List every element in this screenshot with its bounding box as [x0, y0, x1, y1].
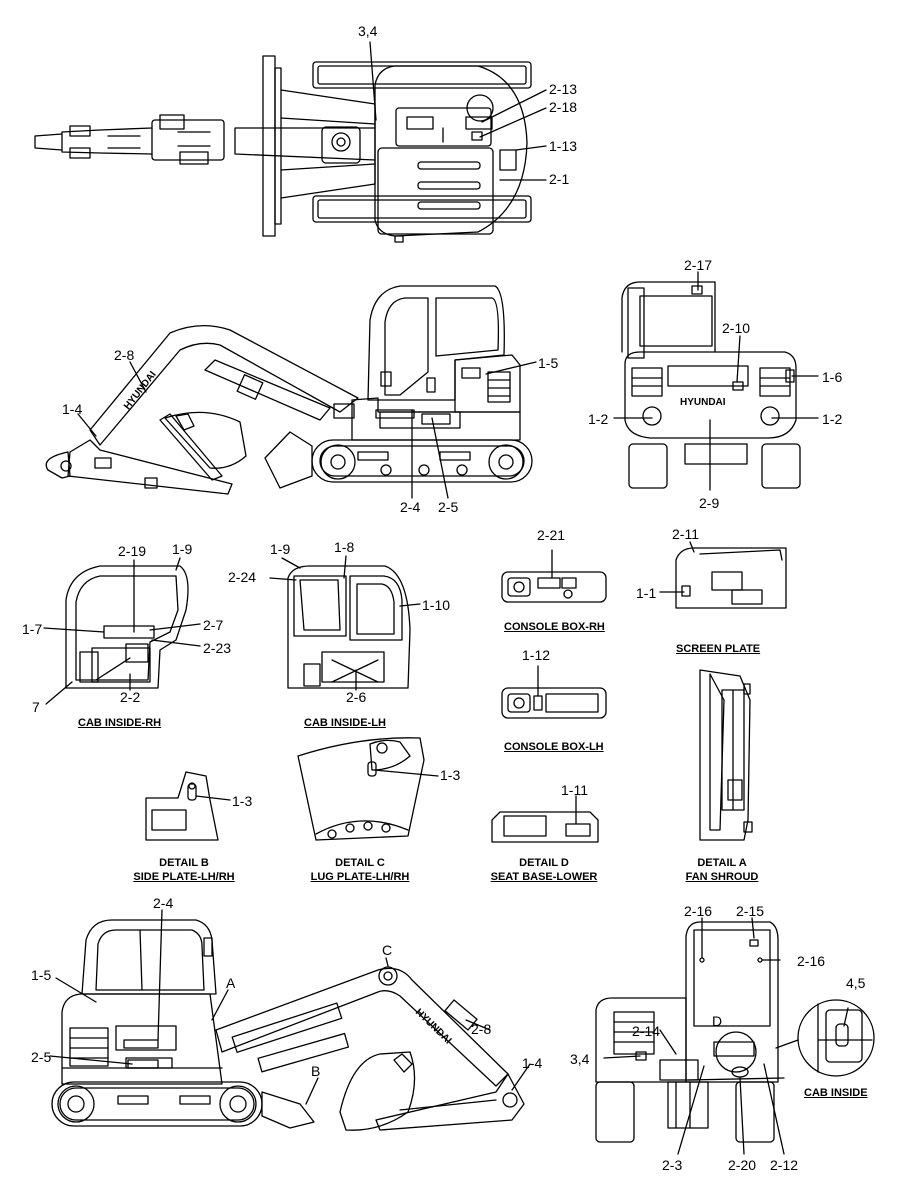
detail-a-drawing: [699, 669, 753, 841]
callout-1-8: 1-8: [334, 539, 355, 555]
callout-1-12: 1-12: [522, 647, 551, 663]
callout-2-8-lh: 2-8: [471, 1021, 492, 1037]
callout-2-11: 2-11: [672, 526, 699, 542]
callout-1-9-rh: 1-9: [172, 541, 193, 557]
callout-2-15: 2-15: [736, 903, 765, 919]
callout-2-16-left: 2-16: [684, 903, 713, 919]
side-view: [45, 285, 537, 499]
callout-1-13: 1-13: [549, 138, 578, 154]
caption-detail-c: DETAIL C LUG PLATE-LH/RH: [310, 857, 410, 883]
cab-inside-detail-drawing: [775, 999, 875, 1077]
callout-1-4-side: 1-4: [62, 401, 83, 417]
caption-console-box-rh: CONSOLE BOX-RH: [504, 621, 605, 633]
caption-detail-a: DETAIL A FAN SHROUD: [685, 857, 759, 883]
callout-b: B: [311, 1063, 321, 1079]
callout-1-4-lh: 1-4: [522, 1055, 543, 1071]
callout-1-9-lh: 1-9: [270, 541, 291, 557]
callout-3-4-rear: 3,4: [570, 1051, 590, 1067]
callout-2-8-side: 2-8: [114, 347, 135, 363]
detail-b-drawing: [145, 771, 231, 841]
callout-2-3: 2-3: [662, 1157, 683, 1173]
callout-2-13: 2-13: [549, 81, 578, 97]
callout-7: 7: [32, 699, 40, 715]
callout-1-7: 1-7: [22, 621, 43, 637]
callout-2-4-lh: 2-4: [153, 895, 174, 911]
caption-screen-plate: SCREEN PLATE: [676, 643, 761, 655]
callout-2-5-side: 2-5: [438, 499, 459, 515]
console-box-lh-drawing: [501, 665, 607, 719]
callout-d: D: [712, 1013, 723, 1029]
callout-3-4-top: 3,4: [358, 23, 378, 39]
callout-2-23: 2-23: [203, 640, 232, 656]
callout-1-10: 1-10: [422, 597, 451, 613]
callout-2-4-side: 2-4: [400, 499, 421, 515]
detail-c-drawing: [297, 737, 439, 841]
callout-2-6: 2-6: [346, 689, 367, 705]
callout-2-14: 2-14: [632, 1023, 661, 1039]
callout-1-1: 1-1: [636, 585, 657, 601]
brand-decal-rear: HYUNDAI: [680, 397, 726, 408]
side-view-lh: [49, 909, 531, 1131]
cab-inside-rh-drawing: [43, 557, 201, 705]
caption-cab-inside: CAB INSIDE: [804, 1087, 868, 1099]
callout-2-16-right: 2-16: [797, 953, 826, 969]
detail-d-drawing: [491, 795, 599, 843]
rear-view-lh: [595, 917, 785, 1155]
cab-inside-lh-drawing: [269, 555, 421, 691]
callout-c: C: [382, 942, 393, 958]
callout-2-1: 2-1: [549, 171, 570, 187]
callout-2-5-lh: 2-5: [31, 1049, 52, 1065]
callout-2-17: 2-17: [684, 257, 713, 273]
callout-4-5: 4,5: [846, 975, 866, 991]
callout-2-9: 2-9: [699, 495, 720, 511]
callout-1-5-side: 1-5: [538, 355, 559, 371]
callout-a: A: [226, 975, 236, 991]
callout-2-24: 2-24: [228, 569, 257, 585]
callout-1-11: 1-11: [561, 782, 588, 798]
caption-detail-d: DETAIL D SEAT BASE-LOWER: [490, 857, 598, 883]
callout-2-18: 2-18: [549, 99, 578, 115]
caption-cab-inside-lh: CAB INSIDE-LH: [304, 717, 386, 729]
console-box-rh-drawing: [501, 549, 607, 603]
screen-plate-drawing: [659, 541, 787, 609]
callout-2-19: 2-19: [118, 543, 147, 559]
callout-1-2-left: 1-2: [588, 411, 609, 427]
callout-2-12: 2-12: [770, 1157, 799, 1173]
callout-1-6: 1-6: [822, 369, 843, 385]
caption-console-box-lh: CONSOLE BOX-LH: [504, 741, 604, 753]
rear-view: [613, 271, 819, 491]
callout-2-2: 2-2: [120, 689, 141, 705]
callout-1-5-lh: 1-5: [31, 967, 52, 983]
callout-1-3-detail-b: 1-3: [232, 793, 253, 809]
callout-2-10: 2-10: [722, 320, 751, 336]
top-view: [34, 41, 547, 243]
callout-2-7: 2-7: [203, 617, 224, 633]
callout-1-2-right: 1-2: [822, 411, 843, 427]
callout-1-3-detail-c: 1-3: [440, 767, 461, 783]
caption-cab-inside-rh: CAB INSIDE-RH: [78, 717, 162, 729]
callout-2-20: 2-20: [728, 1157, 757, 1173]
callout-2-21: 2-21: [537, 527, 566, 543]
caption-detail-b: DETAIL B SIDE PLATE-LH/RH: [133, 857, 235, 883]
